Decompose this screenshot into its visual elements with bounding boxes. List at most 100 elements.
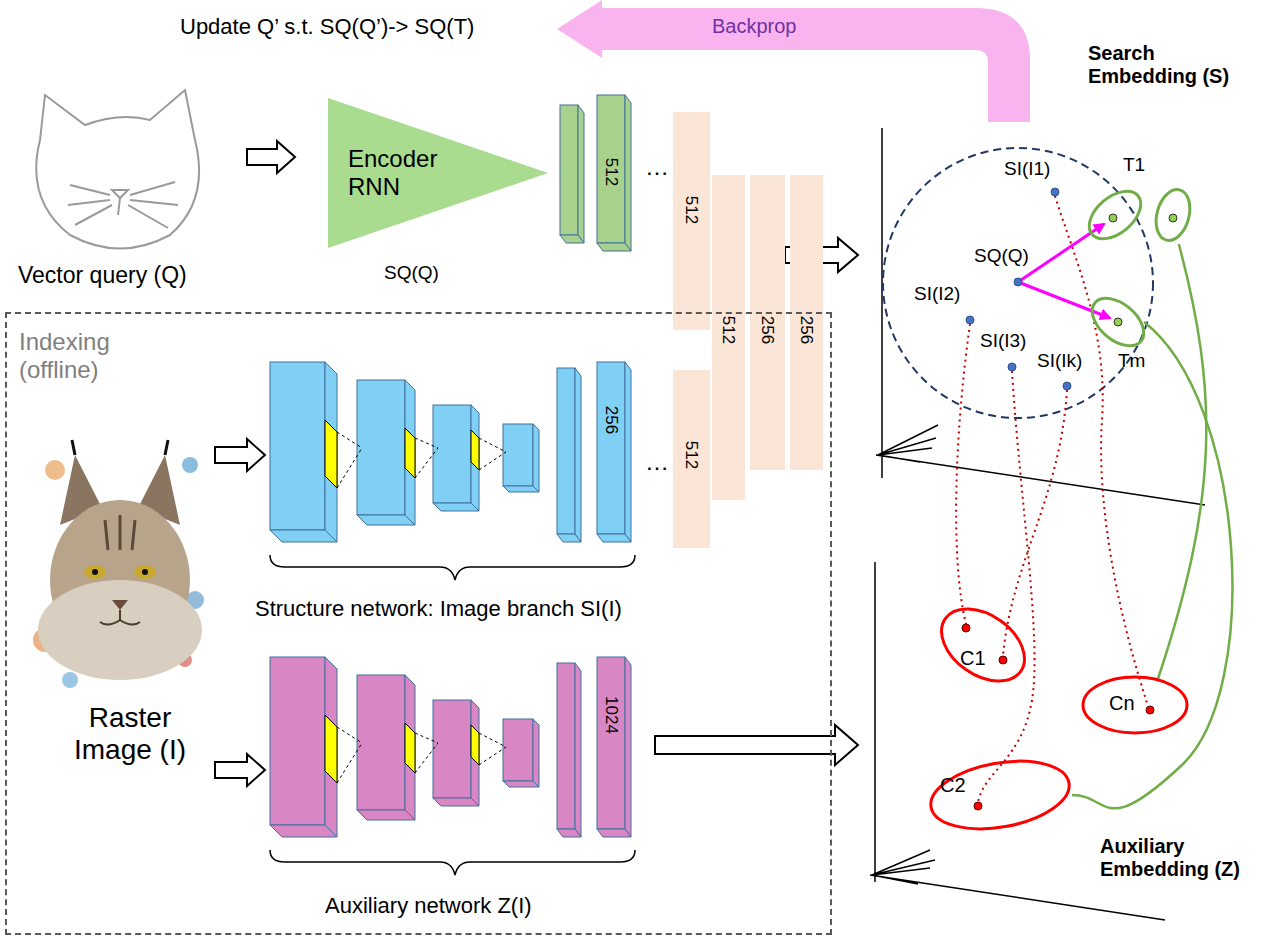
raster-photo (182, 457, 198, 473)
embedding-point (1063, 382, 1071, 390)
layer-size: 512 (718, 316, 738, 344)
embedding-axes (876, 128, 1205, 505)
node-text: Cn (1109, 692, 1135, 715)
target-point (1109, 214, 1117, 222)
embedding-axes (870, 128, 1205, 920)
joint-layer (673, 112, 823, 548)
embedding-point (1014, 278, 1022, 286)
rnn-layer (625, 95, 631, 251)
search-radius (883, 148, 1153, 418)
vector-sketch (68, 182, 178, 228)
correspondence-line (956, 324, 970, 624)
hollow-arrow (247, 141, 295, 173)
cluster-point (962, 624, 1154, 810)
embedding-point (1008, 363, 1016, 371)
layer-size: 512 (601, 158, 621, 186)
raster-photo (142, 569, 148, 575)
input-caption: Raster Image (I) (55, 702, 205, 766)
rnn-layer (597, 95, 625, 243)
brace (270, 850, 635, 875)
target-cluster: Tm (1092, 298, 1144, 346)
input-caption: Vector query (Q) (18, 262, 187, 288)
rnn-layer (597, 243, 631, 251)
branch-name: SQ(Q) (384, 262, 439, 284)
correspondence-line (956, 196, 1148, 802)
rnn-layer (560, 105, 578, 235)
backprop-arrow (600, 8, 1030, 122)
raster-photo (105, 515, 135, 550)
point-label: SI(I2) (912, 283, 962, 305)
point-label: SI(Ik) (1035, 350, 1084, 372)
cluster-ellipse (928, 594, 1038, 696)
cluster-point (962, 624, 970, 632)
cluster-ellipse (926, 751, 1075, 838)
image-cluster-outline (940, 607, 1026, 683)
layer-size: 256 (601, 406, 621, 434)
cluster-point (1146, 706, 1154, 714)
joint-layer (673, 112, 710, 330)
point-label: SI(I1) (1002, 158, 1052, 180)
node-text: C2 (940, 774, 966, 797)
cluster-point (974, 802, 982, 810)
arrow-label: Backprop (712, 15, 797, 38)
cnn-layers (270, 657, 631, 837)
target-cluster: T1 (1087, 186, 1195, 244)
joint-layer (712, 175, 745, 500)
raster-photo (100, 610, 140, 625)
cluster-ellipse (1151, 186, 1195, 245)
encoder-triangle: Encoder RNN (328, 98, 548, 248)
hollow-arrow (215, 754, 265, 786)
joint-layer (750, 175, 785, 470)
cluster-ellipse (1080, 182, 1149, 248)
cnn-layers (270, 362, 631, 542)
encoder-shape (328, 98, 548, 248)
brace (270, 555, 635, 580)
point-label: SQ(Q) (972, 245, 1031, 267)
layer-size: 256 (757, 316, 777, 344)
correspondence-line (1003, 390, 1067, 656)
node-text: Indexing (offline) (19, 328, 139, 383)
target-point (1109, 214, 1177, 326)
update-rule: Update Q’ s.t. SQ(Q’)-> SQ(T) (180, 14, 474, 39)
correspondence-line (978, 371, 1035, 802)
point-label: SI(I3) (978, 330, 1028, 352)
raster-photo (112, 600, 128, 610)
vector-sketch (36, 90, 199, 249)
ellipsis: … (645, 448, 669, 476)
space-title: Search Embedding (S) (1088, 42, 1248, 88)
raster-photo (72, 440, 168, 455)
layer-size: 512 (681, 196, 701, 224)
raster-photo (84, 565, 106, 579)
joint-layer (790, 175, 823, 470)
target-point (1169, 214, 1177, 222)
raster-photo (38, 580, 202, 680)
node-text: Encoder RNN (348, 145, 460, 200)
rnn-layer (560, 95, 631, 251)
backprop-arrow (557, 0, 602, 58)
embedding-point (966, 316, 974, 324)
rnn-layer (578, 105, 584, 243)
ellipsis: … (645, 153, 669, 181)
target-cluster-outline (1087, 186, 1195, 244)
node-text: C1 (960, 647, 986, 670)
network-caption: Auxiliary network Z(I) (325, 893, 532, 918)
rnn-layer (560, 235, 584, 243)
raster-photo (45, 460, 65, 480)
raster-photo (134, 565, 156, 579)
cluster-ellipse (1083, 289, 1152, 355)
image-cluster-outline (1083, 677, 1187, 733)
raster-photo (92, 569, 98, 575)
vector-sketch (112, 190, 128, 198)
embedding-point (1051, 188, 1059, 196)
image-cluster: Cn (1083, 677, 1187, 733)
space-title: Auxiliary Embedding (Z) (1100, 835, 1250, 881)
correspondence-curve (1158, 244, 1206, 679)
hollow-arrow (215, 439, 265, 471)
target-point (1114, 318, 1122, 326)
target-cluster-outline (1092, 298, 1144, 346)
raster-photo (33, 440, 204, 688)
node-text: T1 (1123, 154, 1145, 176)
